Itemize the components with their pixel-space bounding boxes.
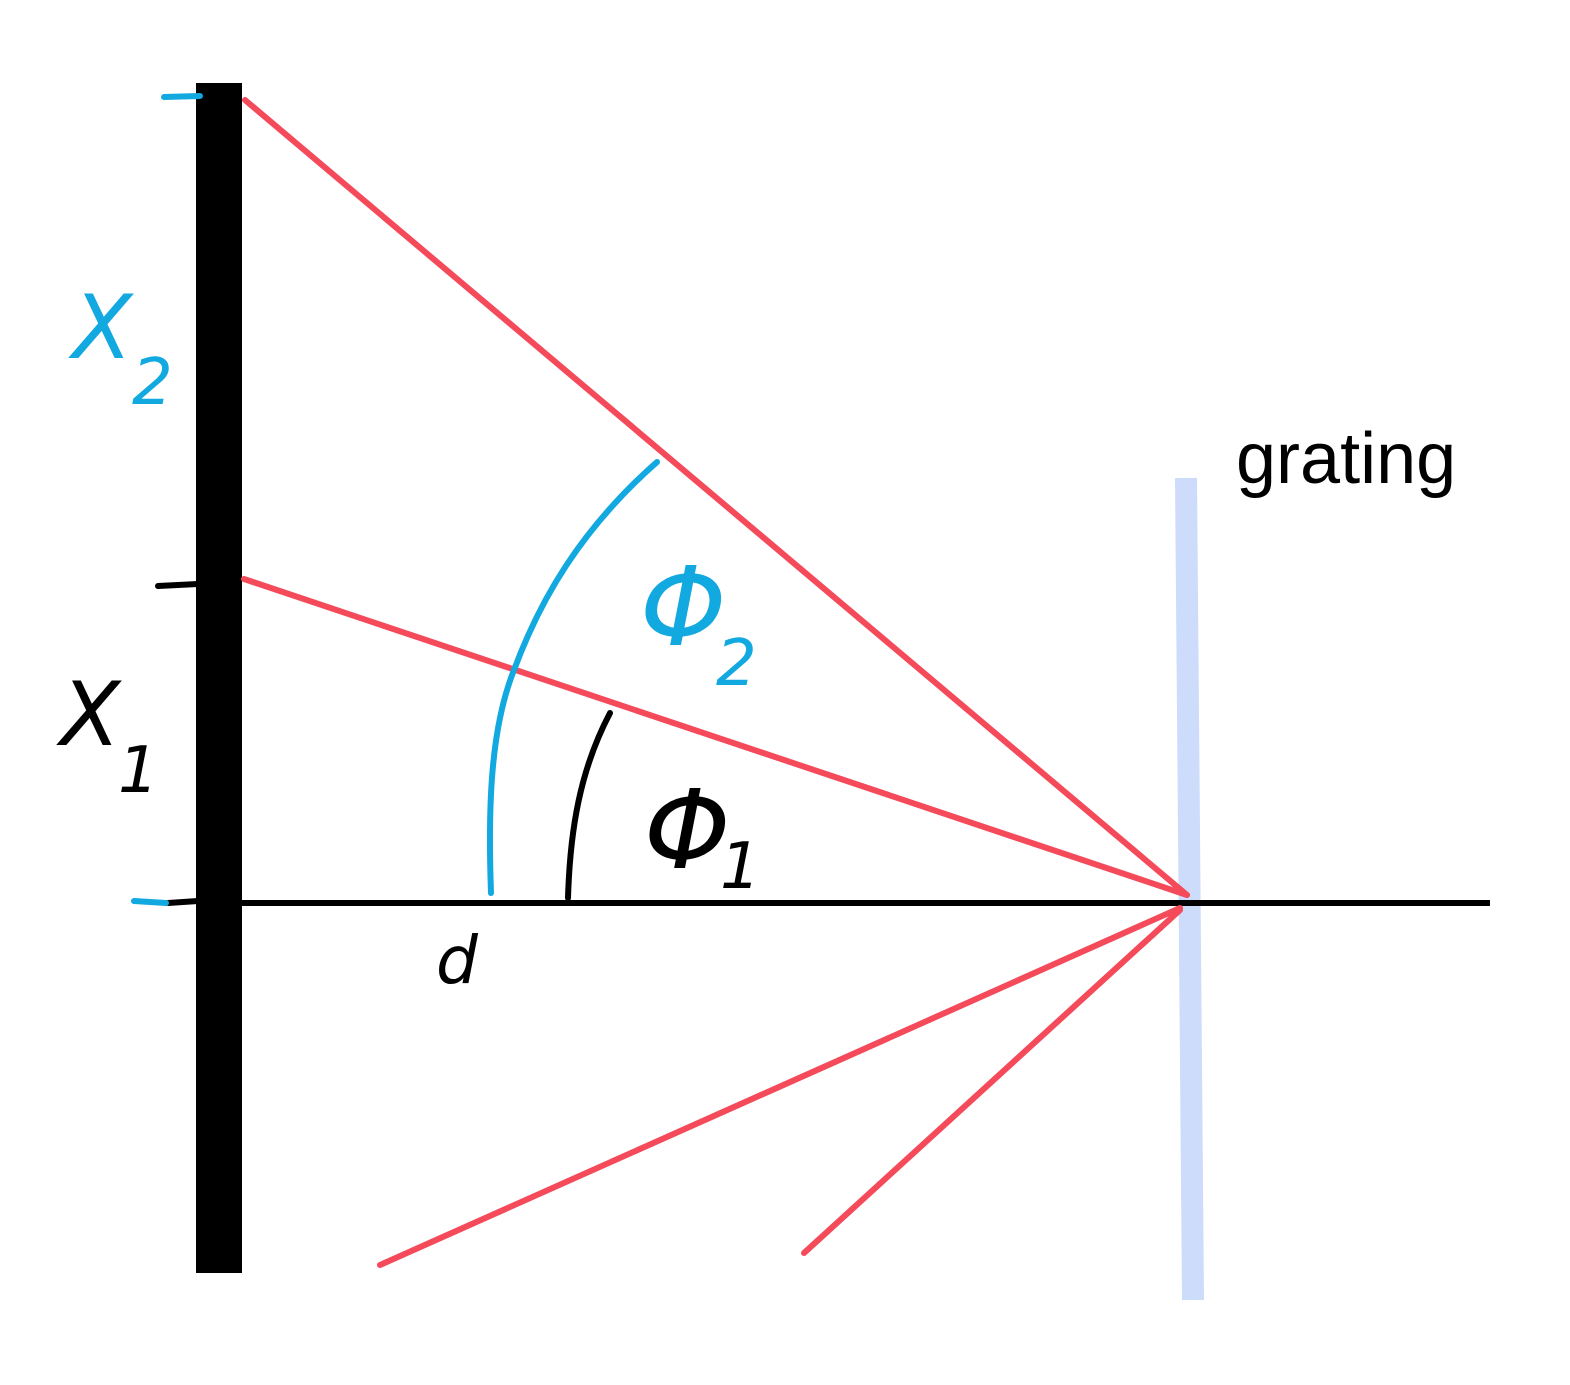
- ray-lower-1: [377, 905, 1183, 1268]
- tick-origin-black: [165, 898, 201, 906]
- tick-x1-top: [155, 581, 201, 589]
- ray-to-x1: [241, 576, 1190, 898]
- tick-origin-blue: [131, 898, 169, 906]
- label-x1: X 1: [56, 663, 159, 808]
- label-d: d: [436, 922, 479, 999]
- label-x2: X 2: [68, 276, 173, 420]
- label-x2-subscript: 2: [132, 346, 173, 420]
- grating-bar: [1175, 477, 1204, 1301]
- label-grating: grating: [1236, 419, 1456, 499]
- label-phi2-subscript: 2: [716, 627, 757, 701]
- label-phi1-letter: Φ: [644, 766, 731, 894]
- label-phi1: Φ 1: [644, 766, 761, 904]
- label-phi2-letter: Φ: [640, 543, 727, 671]
- arc-phi2: [486, 459, 660, 896]
- tick-x2-top: [161, 93, 203, 100]
- screen-bar: [196, 83, 242, 1273]
- ray-lower-2: [801, 907, 1183, 1256]
- arc-phi1: [565, 710, 613, 901]
- rays: [241, 97, 1190, 1268]
- label-x1-letter: X: [56, 663, 122, 766]
- ray-to-x2: [242, 97, 1190, 898]
- label-x2-letter: X: [68, 276, 134, 379]
- label-x1-subscript: 1: [118, 734, 159, 808]
- label-phi2: Φ 2: [640, 543, 757, 701]
- label-phi1-subscript: 1: [720, 830, 761, 904]
